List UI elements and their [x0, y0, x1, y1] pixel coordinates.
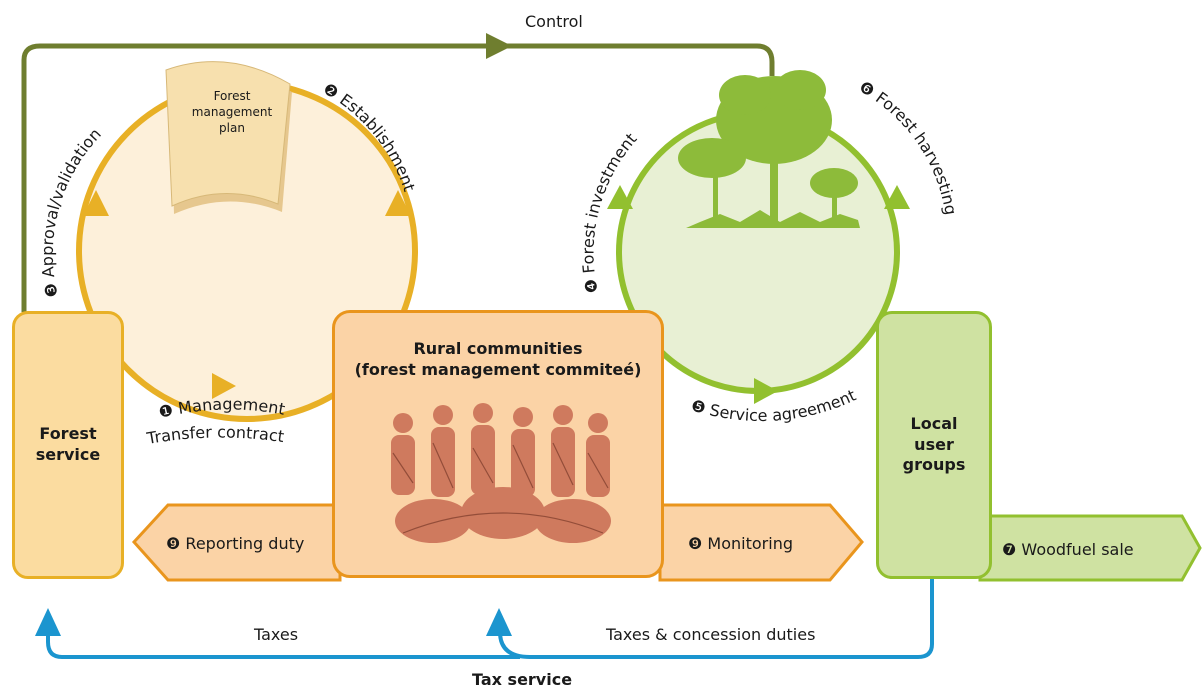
control-line	[21, 43, 775, 312]
cycle-arrow-management	[212, 373, 236, 399]
local-user-groups-label: Local user groups	[902, 413, 966, 475]
reporting-duty-arrow	[131, 503, 342, 582]
taxes-concession-label: Taxes & concession duties	[605, 625, 815, 644]
woodfuel-sale-label: ❼ Woodfuel sale	[1002, 540, 1134, 559]
rural-communities-subtitle: (forest management commiteé)	[354, 359, 642, 379]
tax-flow-line-left	[46, 618, 520, 659]
community-meeting-illustration	[391, 402, 611, 543]
tax-arrowhead-forest-service	[35, 608, 61, 636]
tax-service-label: Tax service	[472, 670, 572, 689]
local-user-groups-box: Local user groups	[876, 311, 992, 579]
document-title-line1: Forest	[214, 89, 251, 103]
rural-communities-title: Rural communities	[413, 339, 583, 358]
rural-communities-box: Rural communities (forest management com…	[332, 310, 664, 578]
tax-flow-line	[498, 579, 934, 659]
cycle-arrow-harvesting	[884, 185, 910, 209]
tax-arrowhead-rural-communities	[486, 608, 512, 636]
cycle-arrow-investment	[607, 185, 633, 209]
cycle-arrow-establishment	[385, 190, 411, 216]
step-transfer-contract-label: Transfer contract	[144, 422, 285, 448]
control-label: Control	[525, 12, 583, 31]
monitoring-label: ❾ Monitoring	[688, 534, 793, 553]
cycle-arrow-approval	[83, 190, 109, 216]
forest-service-label: Forest service	[35, 424, 101, 464]
forest-service-box: Forest service	[12, 311, 124, 579]
document-title-line3: plan	[219, 121, 245, 135]
cycle-arrow-service	[754, 378, 778, 404]
management-plan-document-icon: Forest management plan	[165, 61, 292, 214]
document-title-line2: management	[192, 105, 273, 119]
control-arrowhead	[486, 33, 512, 59]
forest-trees-icon	[678, 70, 860, 228]
reporting-duty-label: ❾ Reporting duty	[166, 534, 304, 553]
taxes-label: Taxes	[253, 625, 298, 644]
